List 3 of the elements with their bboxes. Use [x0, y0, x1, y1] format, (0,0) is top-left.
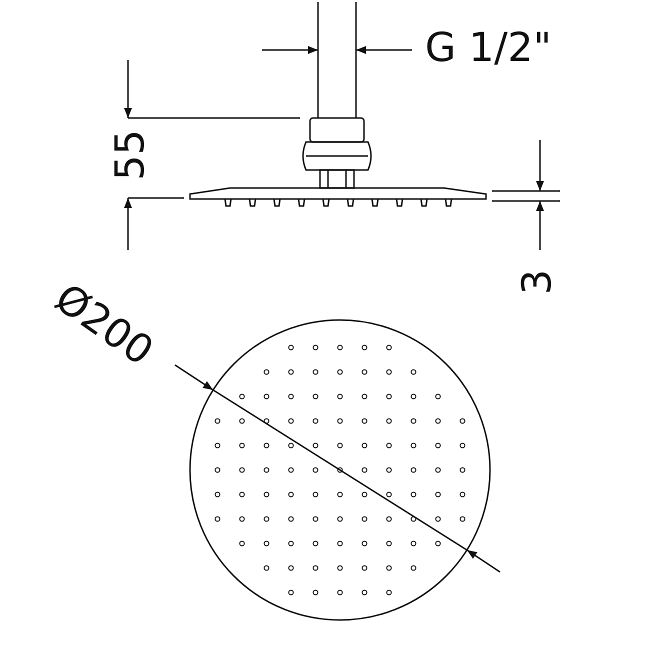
dimension-text: 55 — [110, 130, 150, 180]
dimension-text: 3 — [518, 269, 558, 295]
dimension-text: G 1/2" — [425, 28, 552, 68]
